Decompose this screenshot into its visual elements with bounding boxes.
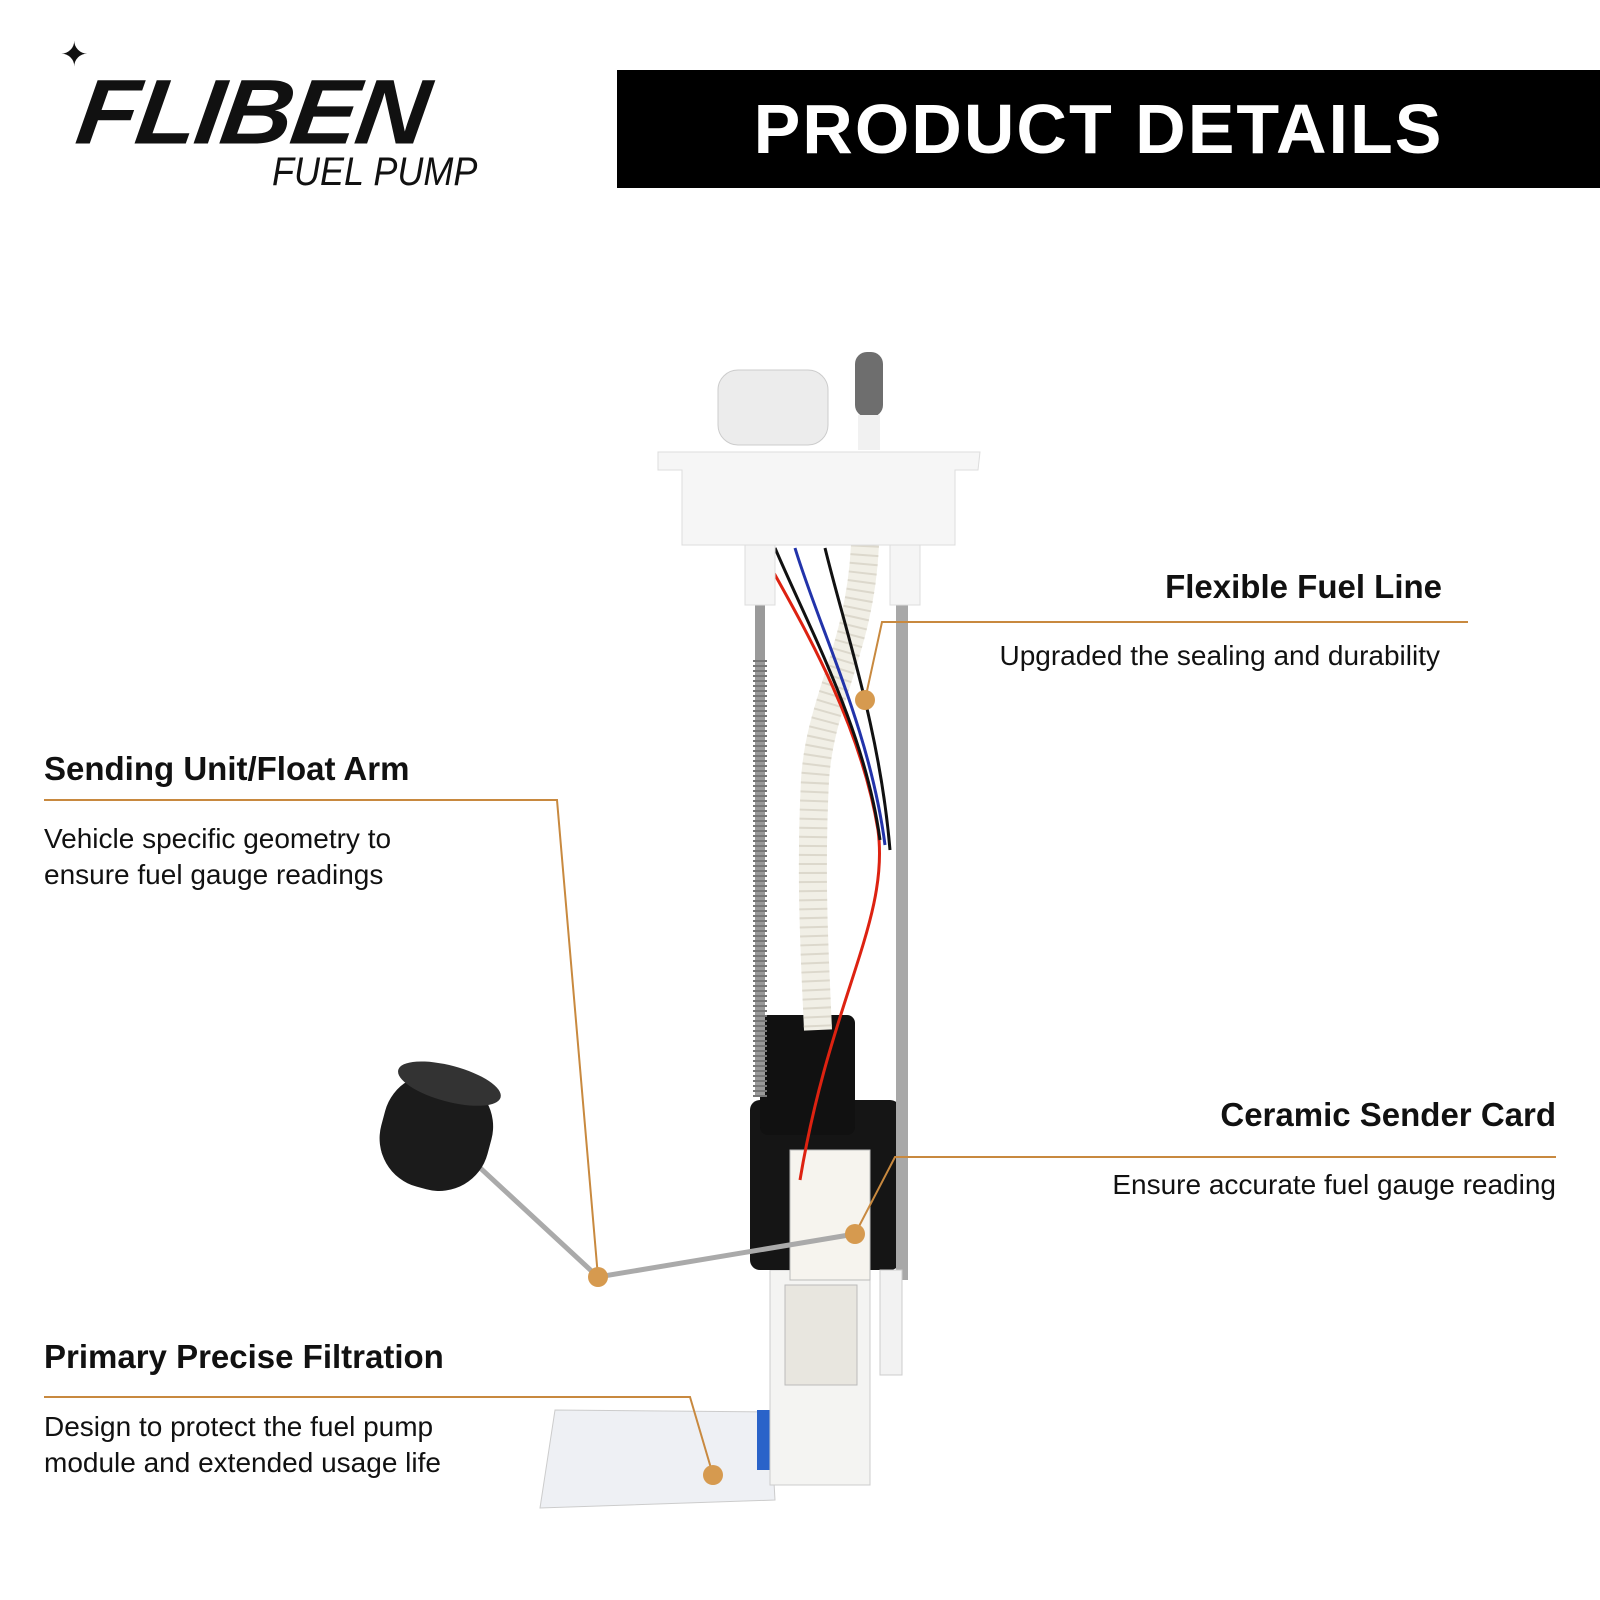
vent-cap <box>855 352 883 417</box>
banner-title: PRODUCT DETAILS <box>753 90 1444 168</box>
star-icon: ✦ <box>60 36 89 74</box>
header-banner: PRODUCT DETAILS <box>617 70 1600 188</box>
sender-card <box>789 1149 871 1281</box>
callout-text-fuel-line: Upgraded the sealing and durability <box>999 640 1440 671</box>
callout-dot-float-arm <box>588 1267 608 1287</box>
electrical-connector <box>717 369 829 446</box>
float <box>379 1061 501 1191</box>
brand-tagline: FUEL PUMP <box>272 150 478 194</box>
callout-text-sender-card: Ensure accurate fuel gauge reading <box>1112 1169 1556 1200</box>
pump-flange <box>657 451 981 546</box>
callout-dot-fuel-line <box>855 690 875 710</box>
brand-logo: FLIBEN <box>70 60 435 164</box>
fuel-strainer <box>539 1409 776 1509</box>
callout-title-sender-card: Ceramic Sender Card <box>1220 1096 1556 1133</box>
callout-text-float-arm-2: ensure fuel gauge readings <box>44 859 384 890</box>
strainer-clip <box>757 1410 773 1470</box>
callout-text-filtration-1: Design to protect the fuel pump <box>44 1411 434 1442</box>
callout-text-filtration-2: module and extended usage life <box>44 1447 441 1478</box>
callout-leaders <box>44 621 1556 1476</box>
callout-dot-filtration <box>703 1465 723 1485</box>
callout-title-float-arm: Sending Unit/Float Arm <box>44 750 410 787</box>
callout-dot-sender-card <box>845 1224 865 1244</box>
callout-title-fuel-line: Flexible Fuel Line <box>1165 568 1442 605</box>
callout-title-filtration: Primary Precise Filtration <box>44 1338 444 1375</box>
callout-text-float-arm-1: Vehicle specific geometry to <box>44 823 392 854</box>
